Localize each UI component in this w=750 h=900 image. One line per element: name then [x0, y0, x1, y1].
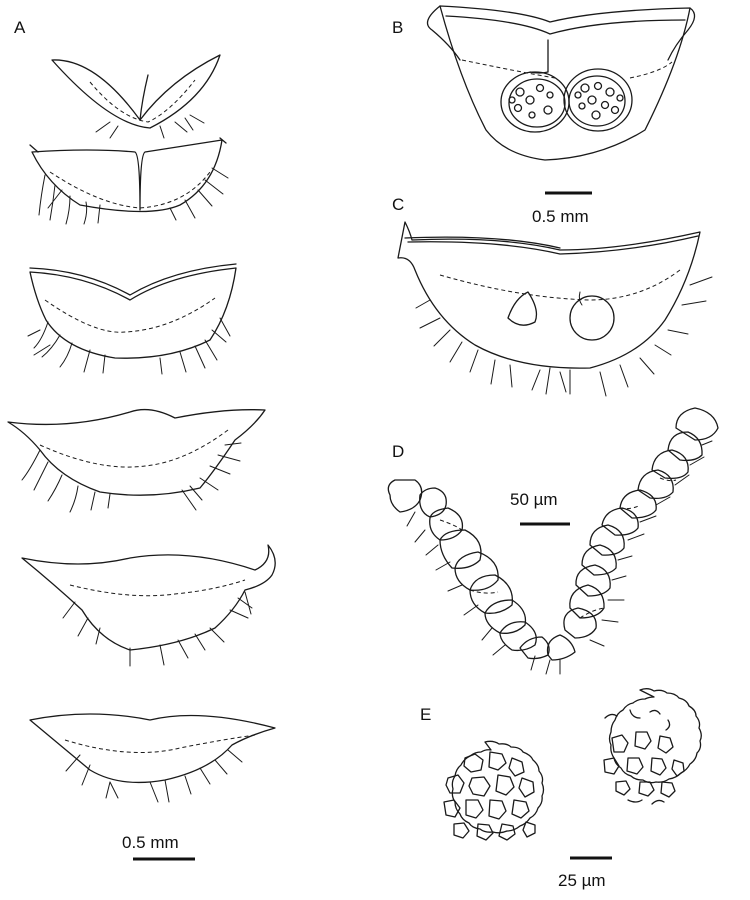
spore-right-areolae	[603, 709, 685, 805]
leaf-a4	[7, 408, 266, 513]
panel-label-b: B	[392, 18, 403, 37]
scale-bar-bc-label: 0.5 mm	[532, 207, 589, 226]
panel-e-spore-left	[443, 740, 545, 841]
panel-a-drawings	[7, 54, 276, 803]
panel-label-e: E	[420, 705, 431, 724]
panel-label-d: D	[392, 442, 404, 461]
leaf-a1	[51, 54, 221, 139]
leaf-a2	[29, 137, 229, 225]
leaf-a3	[27, 263, 237, 375]
panel-c-drawing	[397, 221, 713, 397]
scale-bar-d-label: 50 µm	[510, 490, 558, 509]
cavity-cells	[508, 81, 624, 120]
panel-b-drawing	[426, 5, 696, 161]
leaf-a6	[29, 713, 276, 803]
leaf-a5	[21, 544, 276, 667]
panel-label-c: C	[392, 195, 404, 214]
spore-left-areolae	[443, 751, 536, 841]
scale-bar-e-label: 25 µm	[558, 871, 606, 890]
panel-label-a: A	[14, 18, 26, 37]
panel-e-spore-right	[603, 688, 702, 805]
scale-bar-a-label: 0.5 mm	[122, 833, 179, 852]
panel-d-drawing	[387, 407, 719, 675]
